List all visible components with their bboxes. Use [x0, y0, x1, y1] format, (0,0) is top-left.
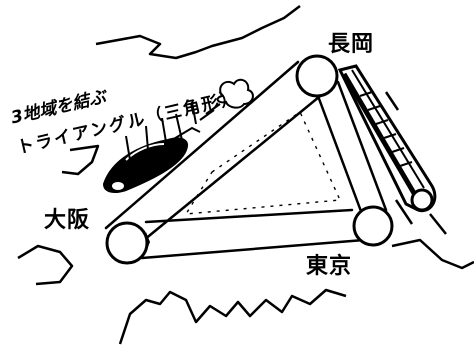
- coastline-east: [391, 238, 474, 270]
- city-label-osaka: 大阪: [44, 208, 91, 233]
- exhaust-cloud-icon: [199, 78, 254, 121]
- band-nagaoka-tokyo-inner: [316, 94, 364, 216]
- band-nagaoka-tokyo-outer: [336, 80, 388, 212]
- city-label-tokyo: 東京: [306, 254, 353, 279]
- node-shadow: [146, 232, 150, 252]
- city-node-icon: [352, 205, 394, 247]
- bullet-train-icon: [337, 64, 447, 235]
- coastline-lines: [17, 5, 474, 345]
- triangle-guide: [184, 110, 342, 215]
- city-node-icon: [105, 221, 149, 265]
- band-osaka-nagaoka-inner: [142, 86, 332, 242]
- band-osaka-nagaoka-outer: [104, 60, 300, 230]
- band-osaka-tokyo-outer: [140, 238, 366, 260]
- coastline-west-lower: [17, 244, 74, 286]
- coastline-south: [118, 288, 347, 345]
- triangle-bands: [104, 60, 388, 260]
- coastline-mark: [384, 91, 400, 111]
- city-label-nagaoka: 長岡: [328, 32, 375, 57]
- triangle-guide-line: [184, 110, 342, 215]
- city-node-icon: [295, 54, 339, 98]
- city-nodes: [105, 54, 394, 265]
- coastline-north: [95, 5, 301, 60]
- band-osaka-tokyo-inner: [144, 208, 354, 224]
- car-icon: [102, 101, 201, 193]
- coastline-west-upper: [61, 144, 100, 176]
